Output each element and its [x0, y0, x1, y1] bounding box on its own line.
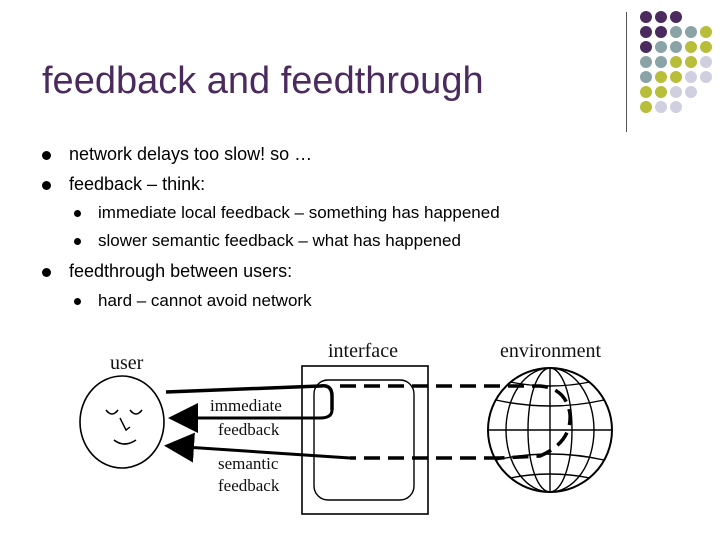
globe-icon: [487, 367, 613, 493]
immediate-feedback-label-2: feedback: [218, 420, 280, 439]
interface-label: interface: [328, 340, 398, 362]
user-label: user: [110, 352, 144, 374]
bullet-dot-icon: [42, 268, 51, 277]
sub-bullet-text: slower semantic feedback – what has happ…: [98, 231, 461, 250]
sub-bullet-text: immediate local feedback – something has…: [98, 203, 500, 222]
slide-title: feedback and feedthrough: [42, 60, 484, 102]
interface-box: [301, 365, 429, 515]
sub-bullet-text: hard – cannot avoid network: [98, 291, 312, 310]
semantic-feedback-label-2: feedback: [218, 476, 280, 495]
bullet-dot-icon: [74, 298, 81, 305]
environment-label: environment: [500, 340, 602, 362]
bullet-text: feedthrough between users:: [69, 261, 293, 281]
feedback-diagram: user interface environment immediate fee…: [70, 330, 630, 530]
semantic-feedback-label-1: semantic: [218, 454, 279, 473]
bullet-text: feedback – think:: [69, 174, 206, 194]
bullet-dot-icon: [42, 181, 51, 190]
bullet-text: network delays too slow! so …: [69, 144, 313, 164]
bullet-dot-icon: [42, 151, 51, 160]
immediate-feedback-label-1: immediate: [210, 396, 282, 415]
decorative-dot-grid: [640, 11, 712, 113]
bullet-dot-icon: [74, 238, 81, 245]
title-divider-line: [626, 12, 627, 132]
feedback-diagram-drawing: [79, 365, 613, 515]
user-face-icon: [79, 375, 165, 469]
bullet-dot-icon: [74, 210, 81, 217]
